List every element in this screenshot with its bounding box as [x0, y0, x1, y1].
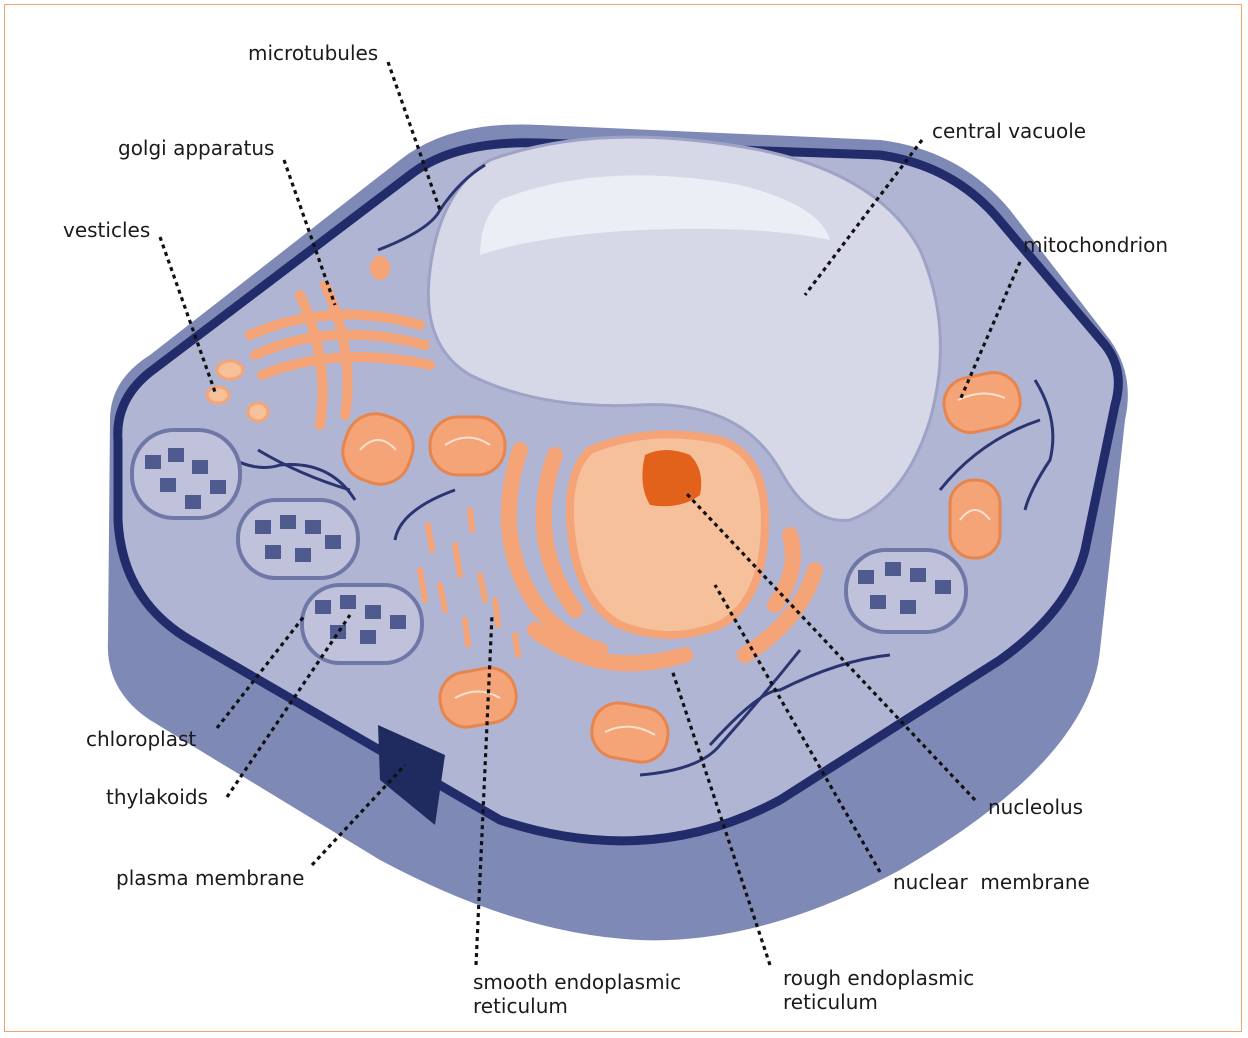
label-smooth-er-line1: smooth endoplasmic: [473, 970, 681, 994]
golgi-vesicle: [370, 256, 390, 280]
chloroplast: [846, 550, 966, 632]
chloroplast: [302, 585, 422, 663]
label-nuclear-membrane: nuclear membrane: [893, 870, 1090, 894]
label-chloroplast: chloroplast: [86, 727, 196, 751]
chloroplast: [132, 430, 240, 518]
label-golgi-apparatus: golgi apparatus: [118, 136, 274, 160]
label-smooth-er-line2: reticulum: [473, 994, 568, 1018]
vesicle: [248, 403, 268, 421]
label-rough-er-line2: reticulum: [783, 990, 878, 1014]
nucleolus: [642, 450, 701, 506]
label-microtubules: microtubules: [248, 41, 378, 65]
label-plasma-membrane: plasma membrane: [116, 866, 304, 890]
label-nucleolus: nucleolus: [988, 795, 1083, 819]
chloroplast: [238, 500, 358, 578]
label-central-vacuole: central vacuole: [932, 119, 1086, 143]
label-thylakoids: thylakoids: [106, 785, 208, 809]
label-rough-er-line1: rough endoplasmic: [783, 966, 974, 990]
vesicle: [207, 387, 229, 403]
label-mitochondrion: mitochondrion: [1023, 233, 1168, 257]
vesicle: [217, 361, 243, 379]
label-vesticles: vesticles: [63, 218, 150, 242]
